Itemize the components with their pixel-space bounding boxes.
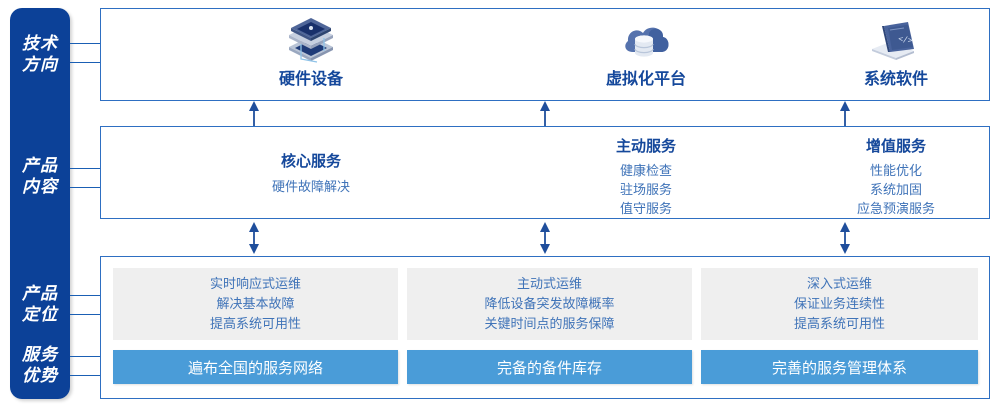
positioning-line: 解决基本故障 bbox=[216, 296, 295, 311]
positioning-card-1: 实时响应式运维 解决基本故障 提高系统可用性 bbox=[113, 268, 398, 340]
positioning-line: 提高系统可用性 bbox=[793, 316, 885, 331]
content-item: 应急预演服务 bbox=[856, 201, 935, 216]
laptop-code-icon: </> bbox=[801, 18, 991, 64]
content-item: 系统加固 bbox=[869, 182, 922, 197]
arrow-bidirectional-proactive bbox=[538, 222, 552, 259]
arrow-up-system-software bbox=[838, 101, 852, 131]
positioning-line: 实时响应式运维 bbox=[209, 276, 301, 291]
advantage-bar-1[interactable]: 遍布全国的服务网络 bbox=[113, 350, 398, 384]
connector-line-advantage-upper bbox=[70, 356, 101, 357]
cloud-database-icon bbox=[501, 18, 791, 64]
advantage-bar-3[interactable]: 完善的服务管理体系 bbox=[701, 350, 978, 384]
content-title-proactive-service: 主动服务 bbox=[615, 138, 676, 155]
advantage-bar-2[interactable]: 完备的备件库存 bbox=[407, 350, 692, 384]
positioning-card-2: 主动式运维 降低设备突发故障概率 关键时间点的服务保障 bbox=[407, 268, 692, 340]
sidebar-label-line: 定位 bbox=[22, 305, 58, 324]
tech-direction-panel: 硬件设备 虚拟化平台 bbox=[100, 8, 990, 101]
content-item: 性能优化 bbox=[869, 163, 922, 178]
tech-title-virtualization: 虚拟化平台 bbox=[605, 71, 686, 88]
content-title-core-service: 核心服务 bbox=[280, 153, 341, 170]
connector-line-position-upper bbox=[70, 295, 101, 296]
svg-text:</>: </> bbox=[898, 34, 914, 45]
arrow-up-hardware bbox=[247, 101, 261, 131]
connector-line-advantage-lower bbox=[70, 375, 101, 376]
connector-line-content-lower bbox=[70, 187, 101, 188]
tech-column-hardware: 硬件设备 bbox=[161, 9, 461, 102]
connector-line-tech-upper bbox=[70, 43, 101, 44]
tech-title-system-software: 系统软件 bbox=[863, 71, 928, 88]
sidebar-label-product-position: 产品 定位 bbox=[10, 283, 70, 325]
sidebar-label-line: 服务 bbox=[22, 345, 58, 364]
content-column-proactive-service: 主动服务 健康检查 驻场服务 值守服务 bbox=[501, 135, 791, 228]
connector-line-position-lower bbox=[70, 314, 101, 315]
sidebar-label-line: 产品 bbox=[22, 156, 58, 175]
sidebar-label-line: 内容 bbox=[22, 177, 58, 196]
category-sidebar: 技术 方向 产品 内容 产品 定位 服务 优势 bbox=[10, 8, 70, 399]
tech-title-hardware: 硬件设备 bbox=[278, 71, 343, 88]
content-item: 健康检查 bbox=[619, 163, 672, 178]
sidebar-label-line: 优势 bbox=[22, 366, 58, 385]
tech-column-system-software: </> 系统软件 bbox=[801, 9, 991, 102]
product-content-panel: 核心服务 硬件故障解决 主动服务 健康检查 驻场服务 值守服务 增值服务 性能优… bbox=[100, 126, 990, 219]
positioning-line: 深入式运维 bbox=[806, 276, 872, 291]
arrow-bidirectional-value-added bbox=[838, 222, 852, 259]
sidebar-label-service-advantage: 服务 优势 bbox=[10, 344, 70, 386]
content-column-value-added-service: 增值服务 性能优化 系统加固 应急预演服务 bbox=[801, 135, 991, 228]
positioning-line: 关键时间点的服务保障 bbox=[484, 316, 615, 331]
content-item: 硬件故障解决 bbox=[271, 179, 350, 194]
sidebar-label-line: 产品 bbox=[22, 284, 58, 303]
arrow-bidirectional-core bbox=[247, 222, 261, 259]
content-column-core-service: 核心服务 硬件故障解决 bbox=[161, 150, 461, 243]
positioning-line: 保证业务连续性 bbox=[793, 296, 885, 311]
sidebar-label-line: 方向 bbox=[22, 55, 58, 74]
sidebar-label-tech-direction: 技术 方向 bbox=[10, 33, 70, 75]
positioning-line: 主动式运维 bbox=[516, 276, 582, 291]
content-item: 值守服务 bbox=[619, 201, 672, 216]
sidebar-label-product-content: 产品 内容 bbox=[10, 155, 70, 197]
connector-line-tech-lower bbox=[70, 62, 101, 63]
content-item: 驻场服务 bbox=[619, 182, 672, 197]
arrow-up-virtualization bbox=[538, 101, 552, 131]
sidebar-label-line: 技术 bbox=[22, 34, 58, 53]
advantage-bar-label: 完善的服务管理体系 bbox=[771, 359, 907, 377]
tech-column-virtualization: 虚拟化平台 bbox=[501, 9, 791, 102]
advantage-bar-label: 遍布全国的服务网络 bbox=[187, 359, 323, 377]
server-stack-icon bbox=[161, 18, 461, 64]
connector-line-content-upper bbox=[70, 168, 101, 169]
content-title-value-added-service: 增值服务 bbox=[865, 138, 926, 155]
positioning-card-3: 深入式运维 保证业务连续性 提高系统可用性 bbox=[701, 268, 978, 340]
positioning-line: 降低设备突发故障概率 bbox=[484, 296, 615, 311]
advantage-bar-label: 完备的备件库存 bbox=[496, 359, 602, 377]
positioning-line: 提高系统可用性 bbox=[209, 316, 301, 331]
product-positioning-panel: 实时响应式运维 解决基本故障 提高系统可用性 遍布全国的服务网络 主动式运维 降… bbox=[100, 256, 990, 399]
